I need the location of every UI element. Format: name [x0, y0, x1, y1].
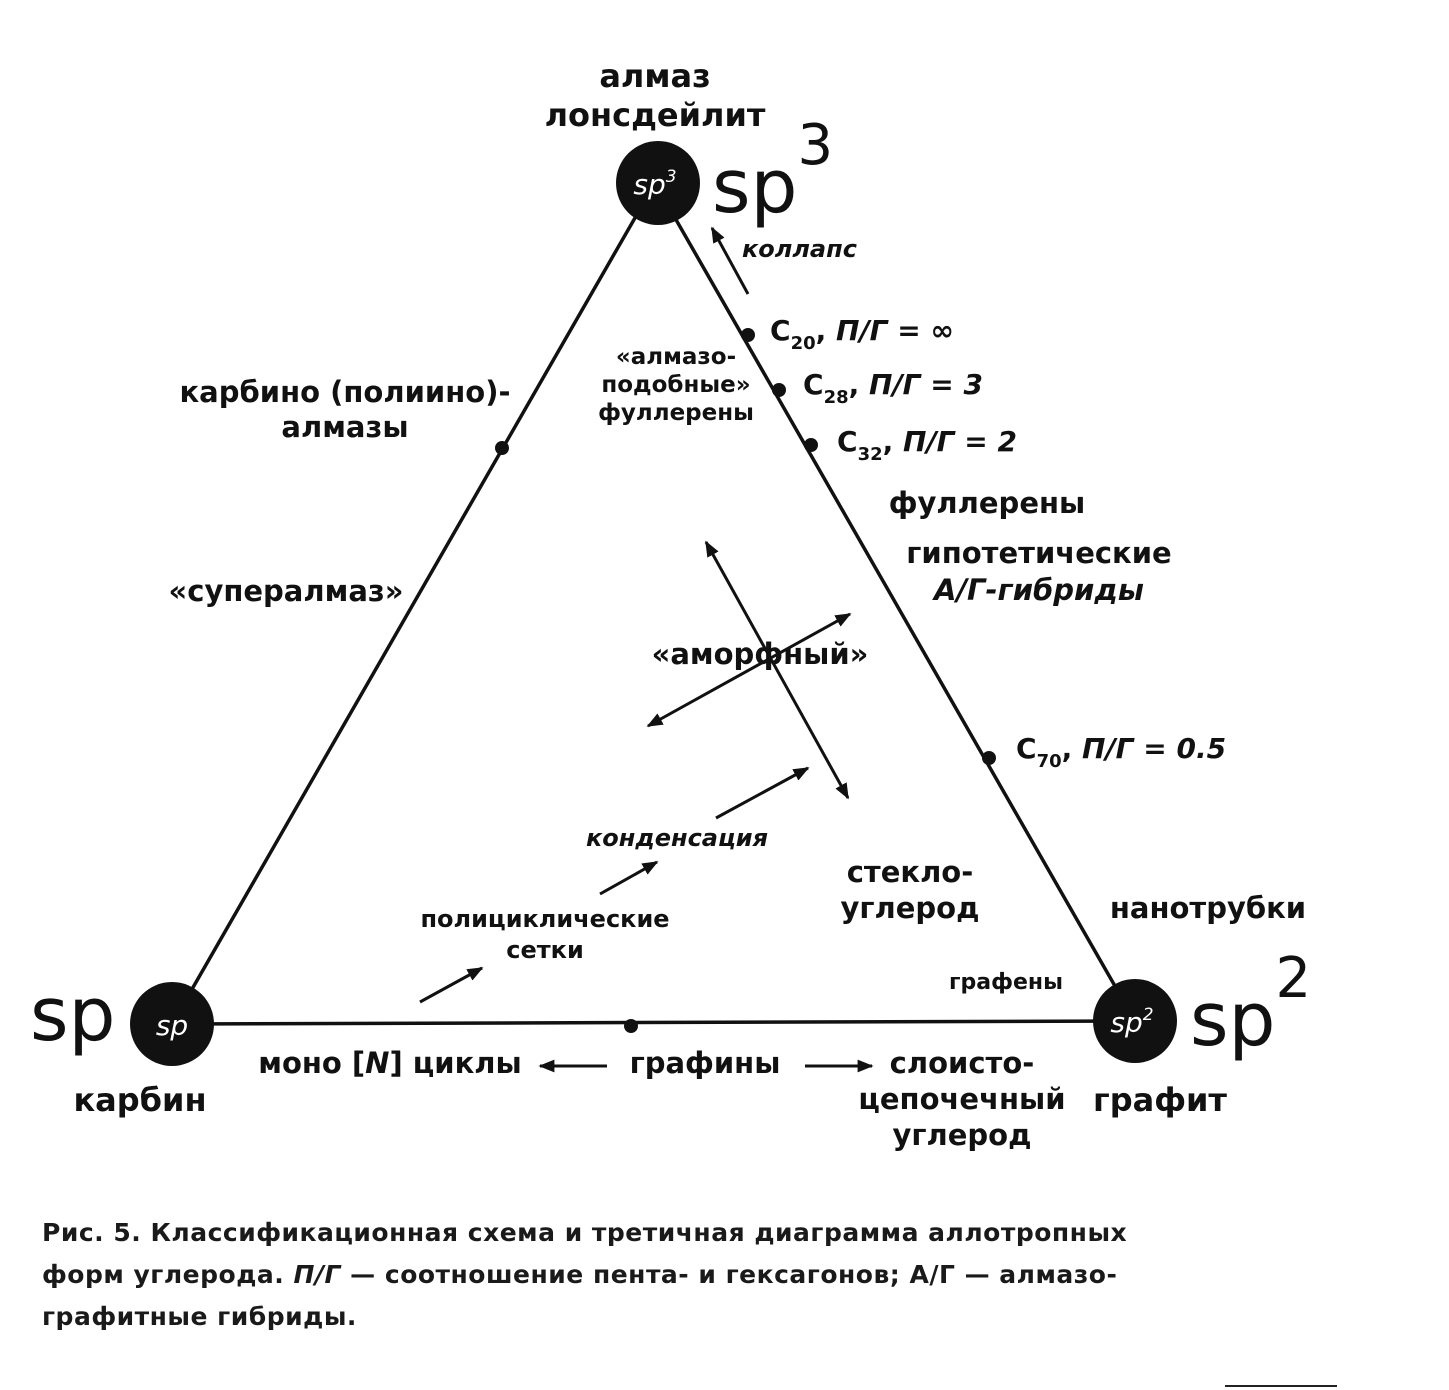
svg-text:sp3: sp3 [633, 167, 676, 201]
c32-sub: 32 [858, 444, 883, 465]
caption-line-2c: — соотношение пента- и гексагонов; А/Г —… [340, 1260, 1118, 1289]
glassy-carbon-label-2: углерод [840, 891, 979, 925]
collapse-arrow [710, 226, 750, 295]
condensation-label: конденсация [586, 824, 768, 852]
graphynes-label: графины [630, 1046, 781, 1080]
c28-pg: П/Г = 3 [869, 368, 983, 401]
sp2-node-sup: 2 [1143, 1005, 1154, 1025]
edge-left [170, 182, 657, 1025]
vertex-sp3: sp3 [616, 141, 700, 225]
carbyne-diamonds-label-2: алмазы [281, 410, 408, 444]
c70-sub: 70 [1037, 751, 1062, 772]
condensation-arrow-2 [599, 860, 659, 896]
hybrids-label-1: гипотетические [906, 536, 1171, 570]
edge-right [653, 182, 1137, 1022]
diamond-label: алмаз [599, 57, 710, 95]
svg-text:sp3: sp3 [712, 113, 833, 230]
sp2-node-label: sp [1110, 1006, 1142, 1039]
polycyclic-label-1: полициклические [420, 905, 669, 933]
svg-text:C70, П/Г = 0.5: C70, П/Г = 0.5 [1016, 732, 1226, 772]
collapse-label: коллапс [742, 235, 857, 263]
mono-cycles-label-b: ] циклы [389, 1046, 521, 1080]
hybrids-label-2: А/Г-гибриды [932, 573, 1144, 607]
big-sp3-sup: 3 [798, 113, 834, 178]
mono-cycles-label-a: моно [ [258, 1046, 365, 1080]
svg-text:C28, П/Г = 3: C28, П/Г = 3 [803, 368, 983, 408]
edge-bottom [171, 1019, 1136, 1026]
point-graphynes [624, 1019, 638, 1033]
point-c70 [982, 751, 996, 765]
caption-line-2a: форм углерода. [42, 1260, 294, 1289]
point-c28 [772, 383, 786, 397]
sp3-node-label: sp [633, 168, 665, 201]
c20-sub: 20 [791, 333, 816, 354]
c32-c: C [837, 425, 858, 458]
fullerenes-label: фуллерены [889, 486, 1086, 520]
c20-c: C [770, 314, 791, 347]
c70-pg: П/Г = 0.5 [1082, 732, 1226, 765]
big-sp2-sup: 2 [1276, 946, 1312, 1011]
layer-chain-label-3: углерод [892, 1118, 1031, 1152]
figure-caption: Рис. 5. Классификационная схема и третич… [42, 1212, 1342, 1338]
svg-text:sp2: sp2 [1110, 1005, 1153, 1039]
caption-line-2: форм углерода. П/Г — соотношение пента- … [42, 1254, 1342, 1296]
layer-chain-label-2: цепочечный [858, 1082, 1065, 1116]
sp-node-label: sp [156, 1009, 188, 1042]
carbyne-label: карбин [73, 1081, 206, 1119]
big-sp3-label: sp [712, 144, 798, 230]
mono-cycles-label-n: N [365, 1046, 389, 1080]
svg-text:sp2: sp2 [1190, 946, 1311, 1063]
superdiamond-label: «супералмаз» [169, 574, 404, 608]
polycyclic-label-2: сетки [506, 936, 584, 964]
big-sp2-label: sp [1190, 977, 1276, 1063]
caption-line-1: Рис. 5. Классификационная схема и третич… [42, 1218, 1128, 1247]
big-sp-label: sp [30, 972, 116, 1058]
c28-sub: 28 [824, 387, 849, 408]
caption-line-3: графитные гибриды. [42, 1302, 357, 1331]
diamond-fullerenes-label-3: фуллерены [598, 400, 754, 426]
condensation-arrow-1 [419, 966, 484, 1004]
graphite-label: графит [1093, 1081, 1227, 1119]
c70-c: C [1016, 732, 1037, 765]
caption-line-2b: П/Г [293, 1260, 341, 1289]
svg-text:C20, П/Г = ∞: C20, П/Г = ∞ [770, 314, 954, 354]
diamond-fullerenes-label-2: подобные» [601, 372, 750, 398]
svg-text:моно [N] циклы: моно [N] циклы [258, 1046, 522, 1080]
c28-c: C [803, 368, 824, 401]
nanotubes-label: нанотрубки [1110, 891, 1306, 925]
carbyne-diamonds-label-1: карбино (полиино)- [180, 375, 511, 409]
amorphous-arrow-diagonal [646, 612, 852, 728]
point-c32 [804, 438, 818, 452]
glassy-carbon-label-1: стекло- [847, 855, 974, 889]
svg-text:C32, П/Г = 2: C32, П/Г = 2 [837, 425, 1017, 465]
c32-pg: П/Г = 2 [903, 425, 1017, 458]
c20-pg: П/Г = ∞ [836, 314, 954, 347]
point-carbyne-diamond [495, 441, 509, 455]
layer-chain-label-1: слоисто- [890, 1046, 1035, 1080]
diamond-fullerenes-label-1: «алмазо- [616, 344, 736, 370]
footer-rule [1225, 1385, 1337, 1387]
vertex-sp2: sp2 [1093, 979, 1177, 1063]
condensation-arrow-3 [715, 766, 810, 820]
graphenes-label: графены [949, 970, 1063, 995]
vertex-sp: sp [130, 982, 214, 1066]
point-c20 [741, 328, 755, 342]
sp3-node-sup: 3 [666, 167, 677, 187]
lonsdaleite-label: лонсдейлит [545, 96, 766, 134]
